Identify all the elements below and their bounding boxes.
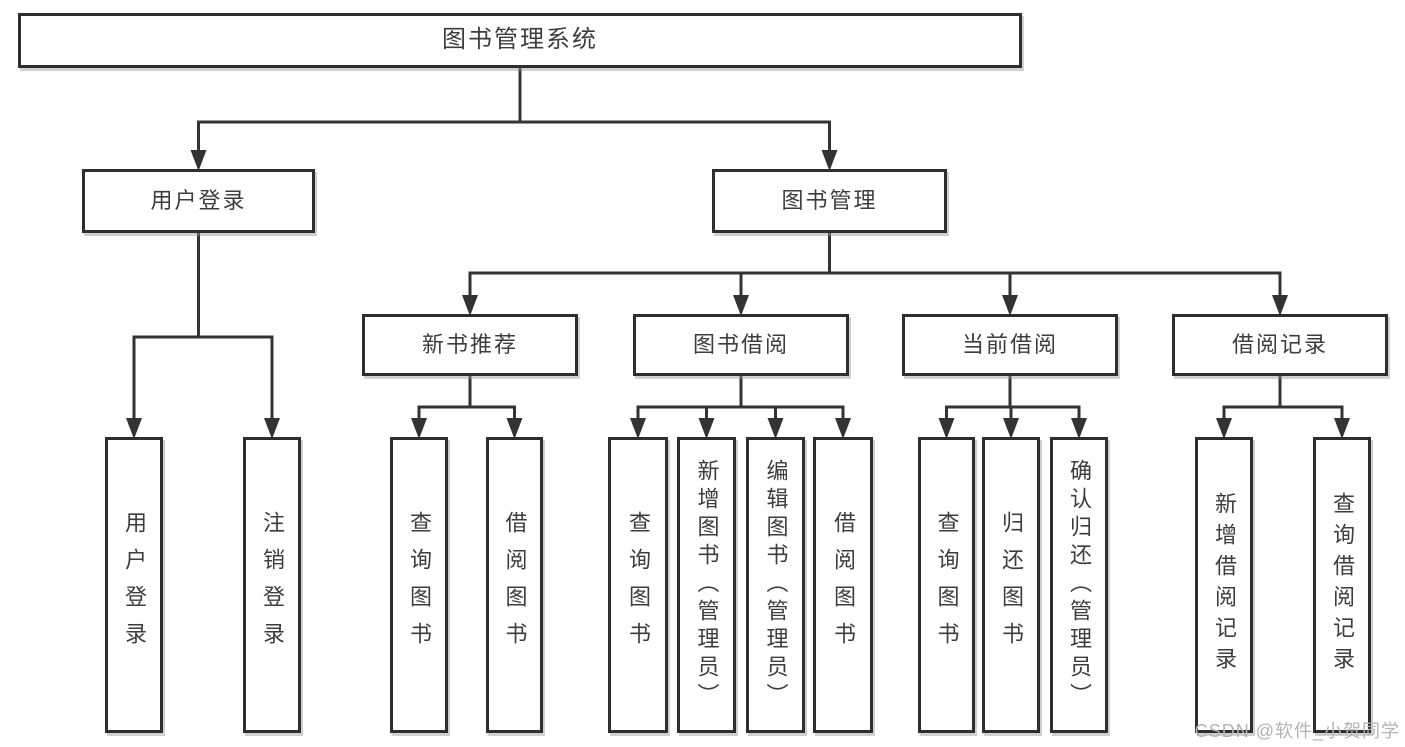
node-label-leaf-add-record: 新增借阅记录 bbox=[1212, 492, 1237, 678]
node-label-leaf-query-books-2: 查询图书 bbox=[626, 511, 651, 659]
node-label-leaf-query-record: 查询借阅记录 bbox=[1330, 492, 1355, 678]
node-leaf-add-books: 新增图书（管理员） bbox=[677, 437, 736, 733]
node-label-leaf-query-books-1: 查询图书 bbox=[407, 511, 432, 659]
node-label-leaf-borrow-books-1: 借阅图书 bbox=[502, 511, 528, 659]
node-leaf-user-login: 用户登录 bbox=[105, 437, 163, 733]
node-leaf-confirm-return: 确认归还（管理员） bbox=[1050, 437, 1108, 733]
node-borrow-records: 借阅记录 bbox=[1172, 314, 1388, 376]
node-book-borrow: 图书借阅 bbox=[633, 314, 849, 376]
node-label-leaf-edit-books: 编辑图书（管理员） bbox=[763, 459, 789, 711]
node-label-leaf-add-books: 新增图书（管理员） bbox=[694, 459, 720, 711]
node-label-leaf-confirm-return: 确认归还（管理员） bbox=[1067, 459, 1092, 711]
node-label-new-books: 新书推荐 bbox=[421, 331, 518, 357]
node-label-user-login: 用户登录 bbox=[150, 187, 247, 213]
node-new-books: 新书推荐 bbox=[362, 314, 578, 376]
node-label-leaf-query-books-3: 查询图书 bbox=[934, 511, 960, 659]
node-user-login: 用户登录 bbox=[82, 169, 315, 233]
node-label-leaf-user-login: 用户登录 bbox=[122, 511, 147, 659]
node-leaf-add-record: 新增借阅记录 bbox=[1195, 437, 1253, 733]
watermark: CSDN @软件_小贺同学 bbox=[1194, 721, 1400, 741]
node-leaf-edit-books: 编辑图书（管理员） bbox=[746, 437, 805, 733]
node-label-root: 图书管理系统 bbox=[442, 26, 598, 54]
node-label-leaf-return-books: 归还图书 bbox=[999, 511, 1024, 659]
node-leaf-logout: 注销登录 bbox=[243, 437, 301, 733]
node-root: 图书管理系统 bbox=[18, 13, 1022, 68]
node-leaf-return-books: 归还图书 bbox=[982, 437, 1040, 733]
node-leaf-query-books-3: 查询图书 bbox=[918, 437, 975, 733]
node-leaf-borrow-books-1: 借阅图书 bbox=[486, 437, 543, 733]
node-book-mgmt: 图书管理 bbox=[712, 169, 947, 233]
node-leaf-query-record: 查询借阅记录 bbox=[1313, 437, 1371, 733]
node-label-current-borrow: 当前借阅 bbox=[961, 331, 1058, 357]
node-label-book-borrow: 图书借阅 bbox=[692, 331, 789, 357]
node-leaf-query-books-2: 查询图书 bbox=[608, 437, 668, 733]
node-label-book-mgmt: 图书管理 bbox=[781, 187, 878, 213]
node-current-borrow: 当前借阅 bbox=[902, 314, 1118, 376]
node-leaf-borrow-books-2: 借阅图书 bbox=[813, 437, 873, 733]
node-label-borrow-records: 借阅记录 bbox=[1231, 331, 1328, 357]
node-label-leaf-logout: 注销登录 bbox=[260, 511, 285, 659]
node-leaf-query-books-1: 查询图书 bbox=[390, 437, 448, 733]
node-label-leaf-borrow-books-2: 借阅图书 bbox=[831, 511, 856, 659]
